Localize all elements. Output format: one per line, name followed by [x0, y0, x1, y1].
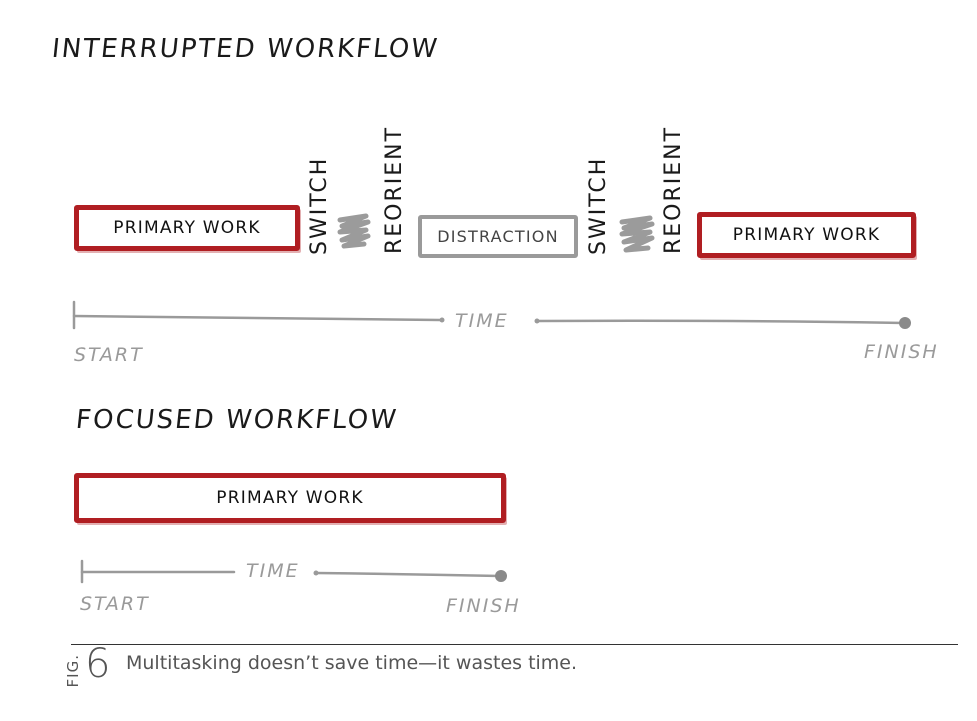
interrupted-timeline-line-right — [535, 319, 906, 325]
focused-primary-work-label: Primary Work — [216, 488, 364, 508]
interrupted-primary-work-left-label: Primary Work — [113, 218, 261, 238]
interrupted-workflow-title: Interrupted Workflow — [50, 34, 441, 64]
reorient-label-1: Reorient — [382, 125, 407, 254]
interrupted-primary-work-right: Primary Work — [697, 212, 916, 258]
figure-number: 6 — [85, 641, 111, 687]
focused-primary-work: Primary Work — [74, 473, 506, 523]
focused-start-label: Start — [80, 593, 150, 615]
reorient-label-2: Reorient — [661, 125, 686, 254]
interrupted-primary-work-right-label: Primary Work — [732, 225, 881, 245]
distraction-label: Distraction — [437, 227, 559, 246]
focused-timeline — [80, 559, 507, 584]
footer-divider — [71, 644, 958, 645]
figure-caption: Multitasking doesn’t save time—it wastes… — [126, 652, 578, 674]
focused-timeline-finish-dot — [495, 570, 507, 582]
switch-scribble-2 — [619, 215, 655, 253]
switch-scribble-1 — [337, 213, 371, 249]
switch-label-1: Switch — [307, 156, 332, 255]
interrupted-finish-label: Finish — [864, 341, 939, 363]
distraction-box: Distraction — [418, 215, 578, 258]
focused-timeline-line-right — [314, 571, 502, 578]
focused-time-label: Time — [246, 560, 300, 582]
interrupted-start-label: Start — [74, 344, 144, 366]
focused-workflow-title: Focused Workflow — [74, 405, 400, 435]
interrupted-primary-work-left: Primary Work — [74, 205, 300, 251]
interrupted-timeline — [72, 300, 911, 330]
interrupted-timeline-line-left — [72, 314, 442, 322]
figure-word: FIG. — [64, 654, 82, 688]
interrupted-timeline-finish-dot — [899, 317, 911, 329]
interrupted-time-label: Time — [455, 310, 509, 332]
focused-finish-label: Finish — [446, 595, 521, 617]
switch-label-2: Switch — [586, 156, 611, 255]
